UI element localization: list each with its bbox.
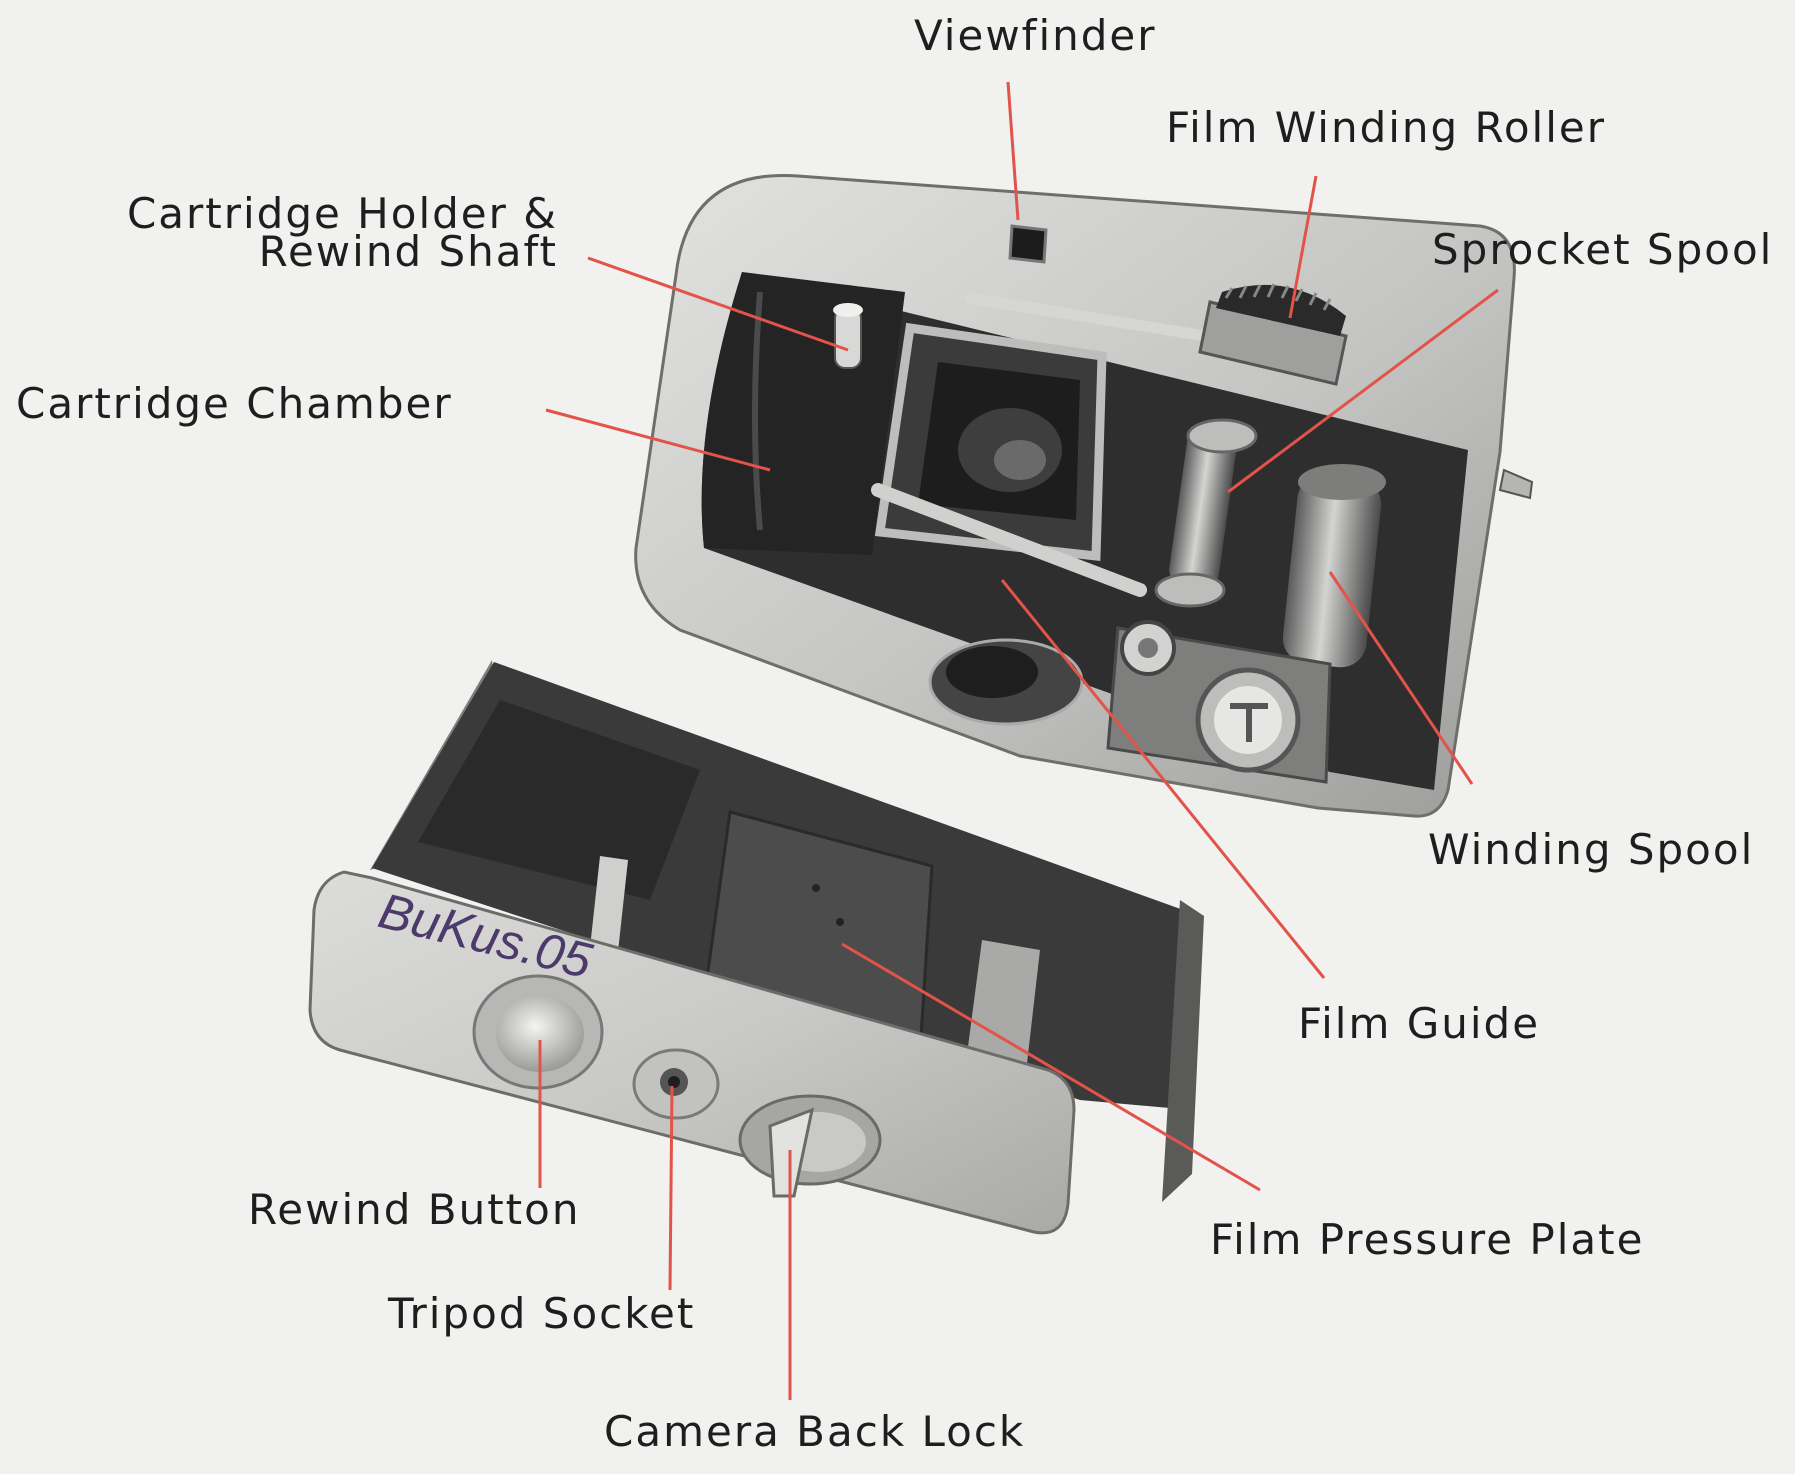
leader-viewfinder	[1006, 81, 1020, 221]
camera-body-upper	[634, 173, 1534, 818]
camera-back-lower: BuKus.05	[308, 660, 1204, 1235]
label-sprocket-spool: Sprocket Spool	[1432, 225, 1774, 274]
label-tripod-socket: Tripod Socket	[388, 1289, 696, 1338]
tripod-socket	[632, 1048, 720, 1120]
leader-tripod-socket	[668, 1085, 674, 1291]
film-guide-rail-bottom	[871, 483, 1147, 597]
leader-film-guide	[1000, 579, 1326, 979]
label-film-guide: Film Guide	[1298, 999, 1541, 1048]
film-winding-roller	[1198, 283, 1348, 386]
viewfinder-window	[1008, 224, 1048, 264]
leader-winding-spool	[1328, 571, 1474, 785]
label-winding-spool: Winding Spool	[1428, 825, 1755, 874]
film-guide-rail-top	[964, 292, 1236, 346]
label-rewind-button: Rewind Button	[248, 1185, 581, 1234]
label-film-pressure-plate: Film Pressure Plate	[1210, 1215, 1645, 1264]
leader-cartridge-chamber	[545, 408, 771, 472]
leader-sprocket-spool	[1227, 288, 1499, 494]
leader-cartridge-holder	[587, 256, 849, 352]
label-viewfinder: Viewfinder	[914, 11, 1157, 60]
label-camera-back-lock: Camera Back Lock	[604, 1407, 1026, 1456]
winding-spool	[1282, 464, 1386, 668]
label-cartridge-chamber: Cartridge Chamber	[16, 379, 453, 428]
film-gate	[874, 322, 1107, 562]
leader-lines	[538, 81, 1499, 1400]
leader-film-winding-roller	[1288, 175, 1318, 319]
cartridge-chamber	[701, 272, 905, 555]
label-film-winding-roller: Film Winding Roller	[1166, 103, 1606, 152]
rewind-button	[472, 974, 604, 1090]
label-cartridge-holder-line1: Cartridge Holder &	[126, 189, 558, 238]
sprocket-spool	[1154, 418, 1258, 608]
leader-film-pressure-plate	[841, 942, 1261, 1192]
label-cartridge-holder-line2: Rewind Shaft	[258, 227, 558, 276]
